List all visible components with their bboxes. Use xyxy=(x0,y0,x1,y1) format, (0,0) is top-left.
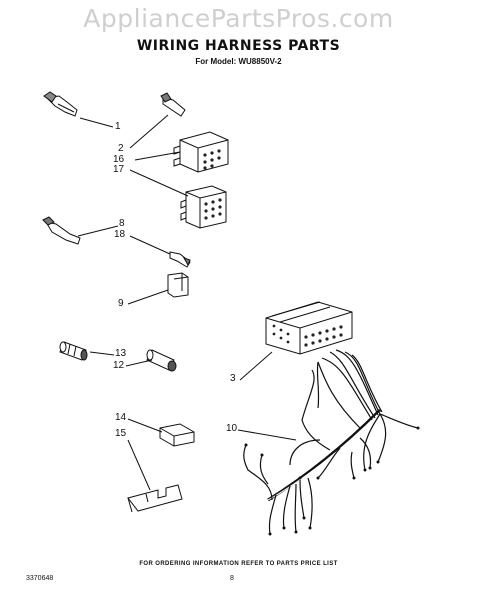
part-3-terminal-block xyxy=(265,301,353,355)
leader-18 xyxy=(129,235,171,255)
callout-18: 18 xyxy=(114,229,126,240)
part-16-connector-block xyxy=(173,131,229,173)
leader-13 xyxy=(89,351,115,356)
callout-10: 10 xyxy=(226,423,238,434)
leader-2 xyxy=(129,114,169,149)
callout-16: 16 xyxy=(113,154,125,165)
part-10-wiring-harness xyxy=(243,349,420,536)
callout-13: 13 xyxy=(115,348,127,359)
callout-15: 15 xyxy=(115,428,127,439)
leader-15 xyxy=(127,439,151,491)
part-18-terminal xyxy=(169,251,191,268)
model-subtitle: For Model: WU8850V-2 xyxy=(195,57,282,66)
part-1-terminal xyxy=(43,91,78,117)
leader-8 xyxy=(77,225,119,237)
document-number: 3370648 xyxy=(26,575,54,582)
callout-2: 2 xyxy=(118,143,124,154)
part-12-cap xyxy=(146,349,177,372)
part-13-sleeve xyxy=(59,341,88,361)
part-15-bracket xyxy=(127,484,183,513)
page-title: WIRING HARNESS PARTS xyxy=(136,38,341,54)
callout-9: 9 xyxy=(118,298,124,309)
callout-12: 12 xyxy=(113,360,125,371)
leader-9 xyxy=(127,289,169,305)
leader-16 xyxy=(134,151,181,161)
part-17-connector-block xyxy=(180,185,227,229)
part-2-connector xyxy=(160,92,186,117)
leader-12 xyxy=(125,359,153,367)
callout-8: 8 xyxy=(119,218,125,229)
ordering-note: FOR ORDERING INFORMATION REFER TO PARTS … xyxy=(139,561,338,567)
callout-1: 1 xyxy=(115,121,121,132)
part-14-block xyxy=(159,423,195,447)
leader-14 xyxy=(127,418,163,433)
leader-3 xyxy=(239,351,273,381)
callout-14: 14 xyxy=(115,412,127,423)
watermark: AppliancePartsPros.com xyxy=(83,4,394,33)
part-9-block xyxy=(167,272,189,298)
leader-1 xyxy=(79,117,114,128)
callout-17: 17 xyxy=(113,164,125,175)
page-number: 8 xyxy=(230,575,234,582)
leader-10 xyxy=(237,429,297,441)
part-8-terminal xyxy=(42,216,81,245)
leader-17 xyxy=(129,169,189,197)
callout-3: 3 xyxy=(230,373,236,384)
